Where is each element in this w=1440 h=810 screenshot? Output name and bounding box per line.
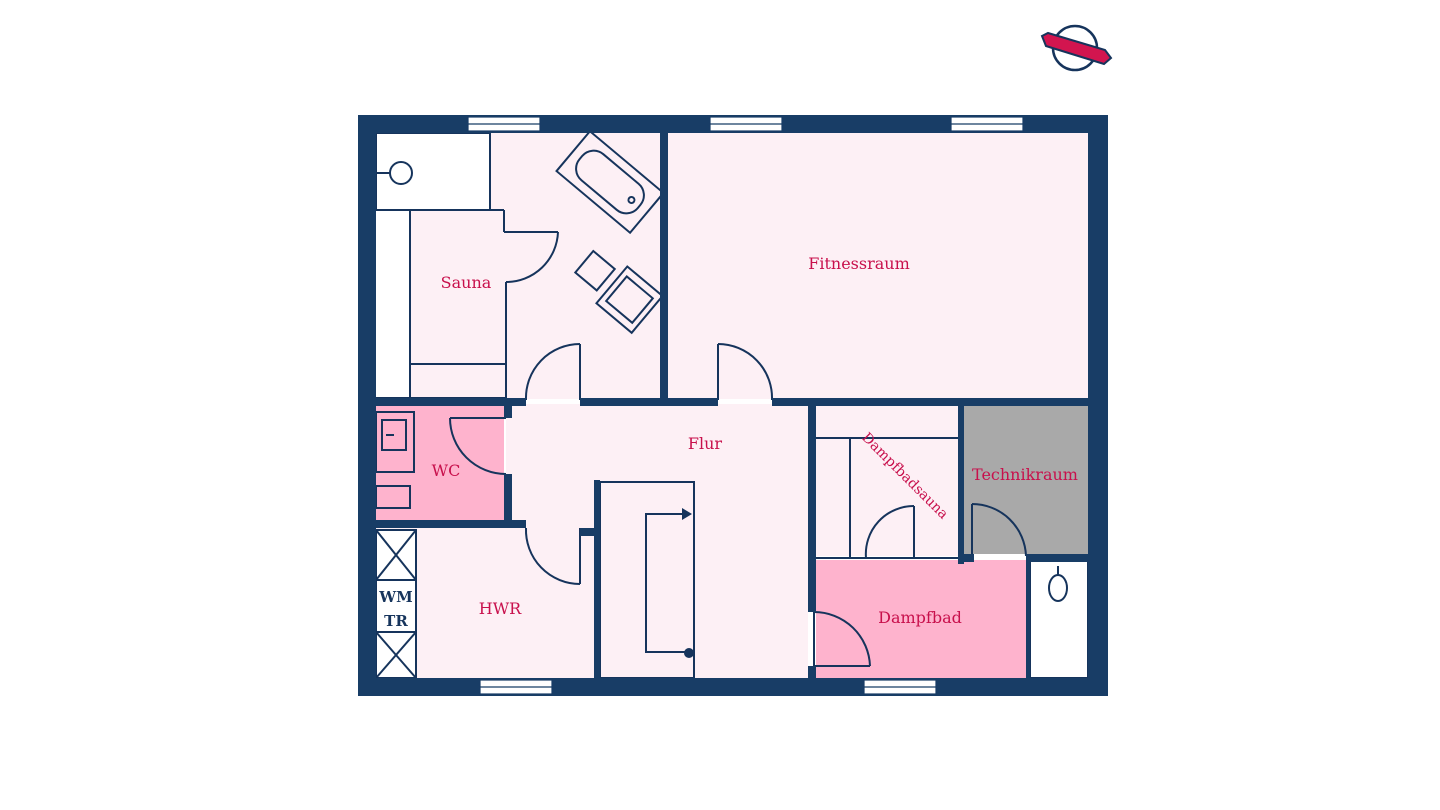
- label-technikraum: Technikraum: [972, 465, 1078, 484]
- label-wc: WC: [432, 461, 461, 480]
- label-hwr: HWR: [479, 599, 522, 618]
- compass-icon: [1040, 24, 1113, 72]
- room-floors: [376, 133, 1088, 678]
- floor-dampfbad: [816, 560, 1028, 678]
- label-tr: TR: [384, 612, 408, 630]
- floor-shower-top: [376, 133, 490, 209]
- label-dampfbad: Dampfbad: [878, 608, 962, 627]
- bathtub-icon: [555, 129, 665, 235]
- windows: [467, 116, 1024, 695]
- label-flur: Flur: [688, 434, 723, 453]
- floor-dampfbadsauna: [816, 404, 958, 556]
- floor-technikraum: [962, 404, 1088, 554]
- floor-bench: [376, 210, 410, 398]
- floor-shower: [1030, 560, 1088, 678]
- label-wm: WM: [378, 588, 412, 606]
- floor-wc: [376, 404, 504, 522]
- floor-fitnessraum: [668, 133, 1088, 399]
- lounge-chair-icon: [573, 249, 664, 335]
- label-fitnessraum: Fitnessraum: [808, 254, 910, 273]
- label-sauna: Sauna: [441, 273, 492, 292]
